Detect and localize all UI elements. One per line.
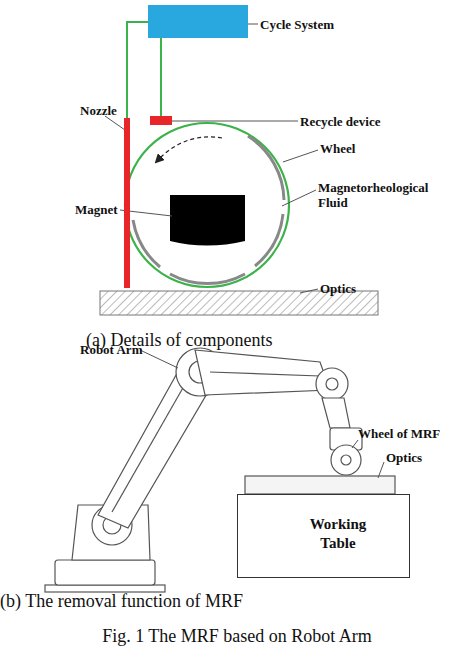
part-label: Wheel of MRF <box>358 426 440 441</box>
magnet <box>170 195 245 246</box>
wheel-rim <box>125 123 289 287</box>
fluid-pipe <box>127 22 148 118</box>
leader-line <box>283 150 318 162</box>
leader-line <box>282 190 316 206</box>
node-label: Nozzle <box>80 103 117 118</box>
cycle-system-box: Cycle System <box>148 5 248 38</box>
leader-line <box>248 24 258 25</box>
rotation-arrow <box>158 137 222 160</box>
fluid-pipe <box>161 38 162 116</box>
part-label: Optics <box>386 450 422 465</box>
part-label: Magnetorheological Fluid <box>318 180 438 210</box>
leader-line <box>300 289 318 293</box>
leader-line <box>172 121 298 122</box>
leader-line <box>140 350 178 368</box>
nozzle-bar: Nozzle <box>124 118 130 288</box>
leader-line <box>378 462 384 478</box>
part-label: Optics <box>320 281 356 296</box>
fluid-arc <box>248 136 284 200</box>
part-label: Robot Arm <box>80 342 142 357</box>
node-label: Cycle System <box>260 17 334 32</box>
fluid-arc <box>255 214 283 266</box>
working-table-box: Working Table <box>237 494 410 578</box>
part-label: Wheel <box>320 141 355 156</box>
figure-caption: Fig. 1 The MRF based on Robot Arm <box>0 626 474 646</box>
optics-plate <box>245 476 395 494</box>
leader-line <box>105 116 125 130</box>
fluid-arc <box>133 220 160 267</box>
recycle-device-bar: Recycle device <box>150 116 172 125</box>
node-label: Working Table <box>298 515 378 553</box>
part-label: Magnet <box>75 202 118 217</box>
fluid-arc <box>170 274 245 284</box>
leader-line <box>352 440 358 448</box>
node-label: Recycle device <box>300 114 380 129</box>
subfigure-caption: (b) The removal function of MRF <box>0 591 243 611</box>
